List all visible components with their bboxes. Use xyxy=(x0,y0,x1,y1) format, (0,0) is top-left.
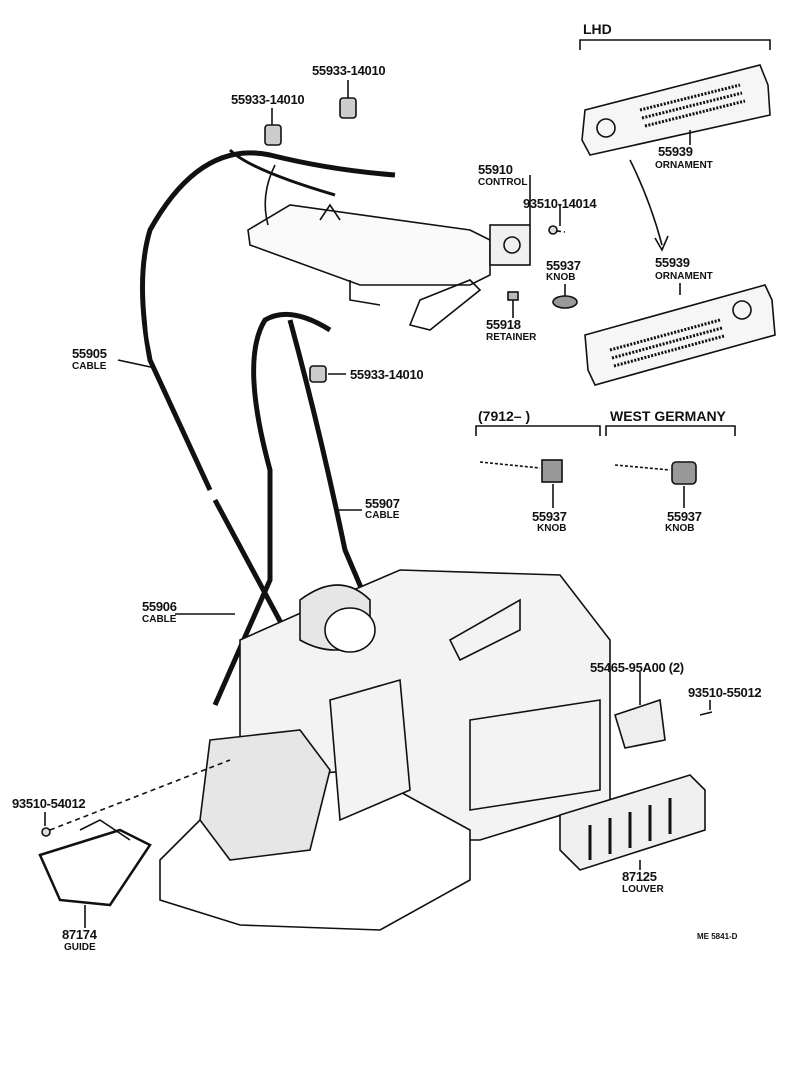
guide-drawing xyxy=(38,819,152,907)
part-name-guide: GUIDE xyxy=(64,942,96,953)
part-number-knob: 55937 xyxy=(546,258,581,273)
variant-bracket-7912 xyxy=(475,425,601,436)
drawing-code: ME 5841-D xyxy=(697,932,738,941)
part-number-cable-55907: 55907 xyxy=(365,496,400,511)
clip-a-drawing xyxy=(339,97,357,119)
louver-drawing xyxy=(559,774,706,871)
variant-knob-drawings xyxy=(479,459,697,485)
part-number-retainer: 55918 xyxy=(486,317,521,332)
ornament-drawing xyxy=(584,284,776,386)
part-name-ornament-lhd: ORNAMENT xyxy=(655,160,713,171)
part-name-retainer: RETAINER xyxy=(486,332,537,343)
part-number-cable-55906: 55906 xyxy=(142,599,177,614)
knob-drawing xyxy=(552,295,578,309)
part-name-cable-55906: CABLE xyxy=(142,614,177,625)
part-name-cable-55907: CABLE xyxy=(365,510,400,521)
part-name-ornament: ORNAMENT xyxy=(655,271,713,282)
part-number-clip-a: 55933-14010 xyxy=(312,63,386,78)
part-number-ornament: 55939 xyxy=(655,255,690,270)
part-number-knob-west-germany: 55937 xyxy=(667,509,702,524)
part-number-screw-control: 93510-14014 xyxy=(523,196,597,211)
part-name-cable-55905: CABLE xyxy=(72,361,107,372)
part-number-bracket: 55465-95A00 (2) xyxy=(590,660,684,675)
part-number-guide: 87174 xyxy=(62,927,97,942)
part-number-ornament-lhd: 55939 xyxy=(658,144,693,159)
part-name-louver: LOUVER xyxy=(622,884,664,895)
bracket-drawing xyxy=(614,698,666,749)
part-number-control: 55910 xyxy=(478,162,513,177)
part-name-knob-west-germany: KNOB xyxy=(665,523,695,534)
part-number-clip-c: 55933-14010 xyxy=(350,367,424,382)
part-number-louver: 87125 xyxy=(622,869,657,884)
part-number-clip-b: 55933-14010 xyxy=(231,92,305,107)
part-name-knob: KNOB xyxy=(546,272,576,283)
clip-b-drawing xyxy=(264,124,282,146)
part-number-screw-louver: 93510-55012 xyxy=(688,685,762,700)
part-number-cable-55905: 55905 xyxy=(72,346,107,361)
heater-unit-drawing xyxy=(159,569,611,931)
clip-c-drawing xyxy=(309,365,327,383)
variant-label-west-germany: WEST GERMANY xyxy=(610,408,726,424)
lhd-bracket xyxy=(579,39,771,50)
part-number-knob-7912: 55937 xyxy=(532,509,567,524)
arrow-ornament xyxy=(629,159,669,252)
lhd-label: LHD xyxy=(583,21,612,37)
control-drawing xyxy=(247,164,531,331)
part-name-knob-7912: KNOB xyxy=(537,523,567,534)
part-number-screw-guide: 93510-54012 xyxy=(12,796,86,811)
part-name-control: CONTROL xyxy=(478,177,528,188)
variant-bracket-west-germany xyxy=(605,425,736,436)
variant-label-7912: (7912– ) xyxy=(478,408,531,424)
ornament-lhd-drawing xyxy=(581,64,771,156)
